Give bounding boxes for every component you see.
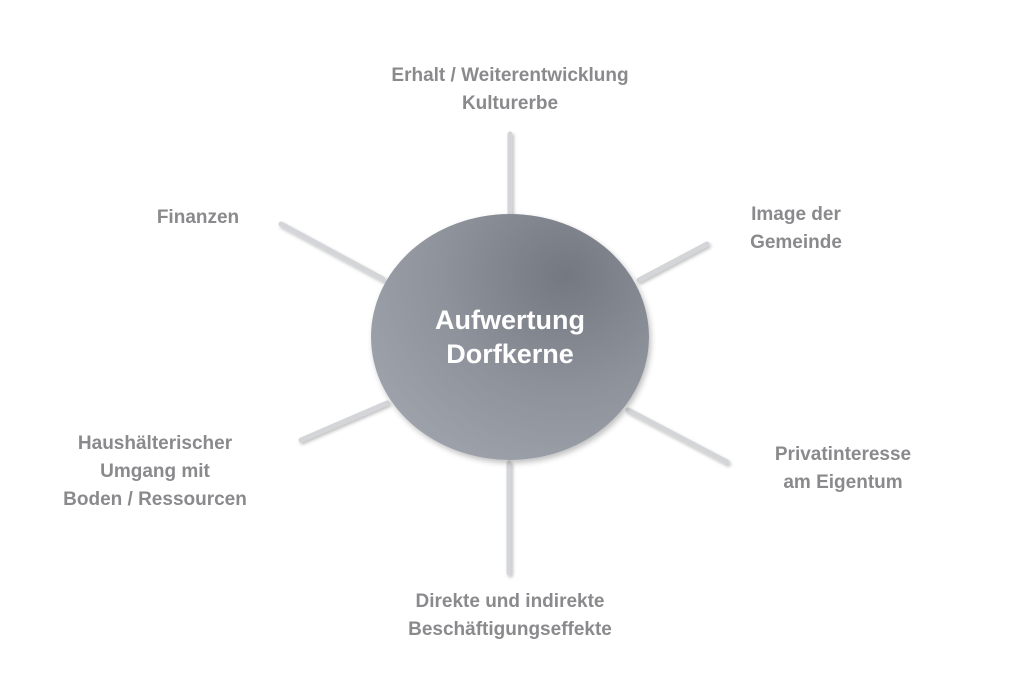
node-lower-left-line2: Umgang mit <box>100 461 210 482</box>
node-top-line1: Erhalt / Weiterentwicklung <box>391 65 629 86</box>
node-lower-right: Privatinteresse am Eigentum <box>738 441 948 497</box>
spoke-left <box>278 221 386 282</box>
node-top: Erhalt / Weiterentwicklung Kulturerbe <box>340 62 680 118</box>
node-top-line2: Kulturerbe <box>461 93 559 114</box>
spoke-lower-right <box>625 407 730 465</box>
node-left-line1: Finanzen <box>156 207 240 228</box>
node-bottom: Direkte und indirekte Beschäftigungseffe… <box>330 588 690 644</box>
node-lower-left: Haushälterischer Umgang mit Boden / Ress… <box>30 430 280 514</box>
center-ellipse: Aufwertung Dorfkerne <box>371 214 649 460</box>
center-title: Aufwertung Dorfkerne <box>435 303 585 371</box>
node-lower-left-line1: Haushälterischer <box>77 433 233 454</box>
node-bottom-line2: Beschäftigungseffekte <box>408 619 612 640</box>
node-lower-right-line2: am Eigentum <box>783 472 903 493</box>
node-right-line2: Gemeinde <box>750 232 842 253</box>
node-right-line1: Image der <box>751 204 841 225</box>
center-title-line1: Aufwertung <box>435 305 585 335</box>
node-right: Image der Gemeinde <box>706 201 886 257</box>
spoke-right <box>636 241 710 283</box>
node-left: Finanzen <box>128 204 268 232</box>
node-bottom-line1: Direkte und indirekte <box>415 591 605 612</box>
node-lower-left-line3: Boden / Ressourcen <box>63 489 247 510</box>
center-title-line2: Dorfkerne <box>446 339 574 369</box>
spoke-lower-left <box>298 400 390 443</box>
node-lower-right-line1: Privatinteresse <box>774 444 912 465</box>
